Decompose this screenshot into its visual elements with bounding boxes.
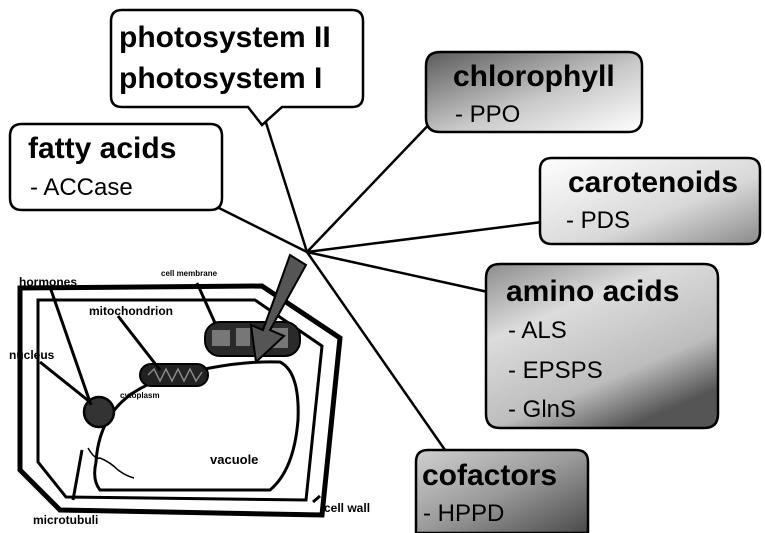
line-to-photosystems: [262, 110, 307, 252]
vacuole-label: vacuole: [210, 452, 258, 467]
fatty-acids-title: fatty acids: [28, 132, 176, 165]
photosystem-ii-label: photosystem II: [119, 21, 331, 54]
line-to-chlorophyll: [307, 115, 438, 252]
mitochondrion-label: mitochondrion: [89, 304, 173, 318]
callout-carotenoids: carotenoids - PDS: [540, 158, 760, 244]
amino-acids-title: amino acids: [506, 275, 679, 308]
epsps-label: - EPSPS: [508, 357, 603, 384]
chlorophyll-title: chlorophyll: [453, 60, 615, 93]
plant-cell: hormones cell membrane mitochondrion nuc…: [9, 255, 370, 527]
callout-cofactors: cofactors - HPPD: [416, 450, 588, 533]
hormones-label: hormones: [19, 275, 77, 289]
nucleus-label: nucleus: [9, 348, 55, 362]
cofactors-title: cofactors: [422, 459, 557, 492]
ppo-label: - PPO: [455, 101, 520, 128]
line-to-amino-acids: [307, 252, 488, 292]
accase-label: - ACCase: [30, 174, 133, 201]
photosystem-i-label: photosystem I: [119, 62, 322, 95]
hppd-label: - HPPD: [423, 500, 504, 527]
als-label: - ALS: [508, 317, 567, 344]
callout-chlorophyll: chlorophyll - PPO: [426, 52, 642, 132]
pds-label: - PDS: [566, 207, 630, 234]
carotenoids-title: carotenoids: [568, 166, 738, 199]
callout-amino-acids: amino acids - ALS - EPSPS - GlnS: [486, 264, 718, 428]
callout-fatty-acids: fatty acids - ACCase: [10, 124, 222, 210]
callout-photosystems: photosystem II photosystem I: [111, 10, 363, 125]
cell-wall-label: cell wall: [324, 501, 370, 515]
microtubuli-label: microtubuli: [33, 513, 98, 527]
line-to-carotenoids: [307, 222, 542, 252]
cell-membrane-label: cell membrane: [161, 269, 218, 278]
mitochondrion: [140, 364, 208, 386]
cytoplasm-label: cytoplasm: [120, 391, 160, 400]
glns-label: - GlnS: [508, 396, 576, 423]
